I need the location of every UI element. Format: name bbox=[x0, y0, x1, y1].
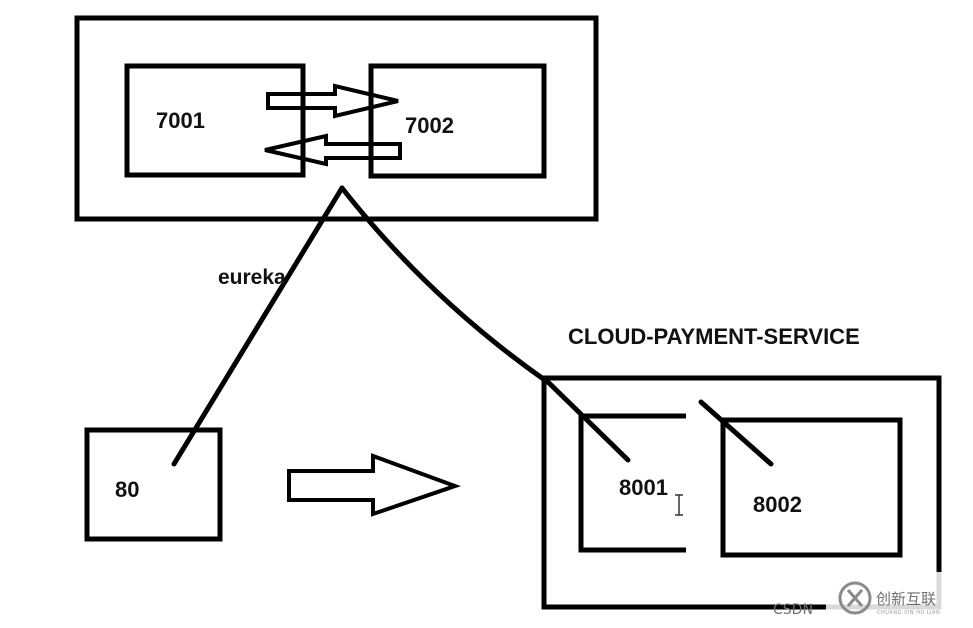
text-cursor-icon bbox=[675, 494, 683, 516]
replication-arrow-right bbox=[266, 83, 399, 119]
eureka-label: eureka bbox=[218, 266, 286, 289]
provider-8001-box bbox=[578, 413, 686, 553]
request-arrow bbox=[287, 453, 461, 517]
registration-line-provider bbox=[339, 185, 631, 463]
brand-logo-icon bbox=[838, 581, 872, 615]
provider-8001-label: 8001 bbox=[619, 475, 668, 500]
brand-watermark-subtext: CHUANG XIN HU LIAN bbox=[877, 610, 940, 616]
brand-watermark-text: 创新互联 bbox=[876, 590, 936, 608]
registration-line-consumer bbox=[171, 185, 345, 467]
eureka-node-7002-box bbox=[368, 63, 547, 179]
consumer-80-label: 80 bbox=[115, 477, 139, 502]
provider-8002-label: 8002 bbox=[753, 492, 802, 517]
provider-8002-box bbox=[720, 417, 903, 558]
csdn-watermark-text: CSDN bbox=[773, 602, 813, 618]
eureka-node-7001-box bbox=[124, 63, 306, 178]
watermark: CSDN 创新互联 CHUANG XIN HU LIAN bbox=[773, 572, 973, 628]
eureka-cluster-box bbox=[74, 15, 599, 222]
registration-line-8002 bbox=[698, 399, 774, 467]
eureka-node-7001-label: 7001 bbox=[156, 108, 205, 133]
eureka-node-7002-label: 7002 bbox=[405, 113, 454, 138]
service-group-title: CLOUD-PAYMENT-SERVICE bbox=[568, 324, 860, 349]
consumer-80-box bbox=[84, 427, 223, 542]
replication-arrow-left bbox=[264, 133, 402, 167]
service-group-box bbox=[541, 375, 942, 610]
